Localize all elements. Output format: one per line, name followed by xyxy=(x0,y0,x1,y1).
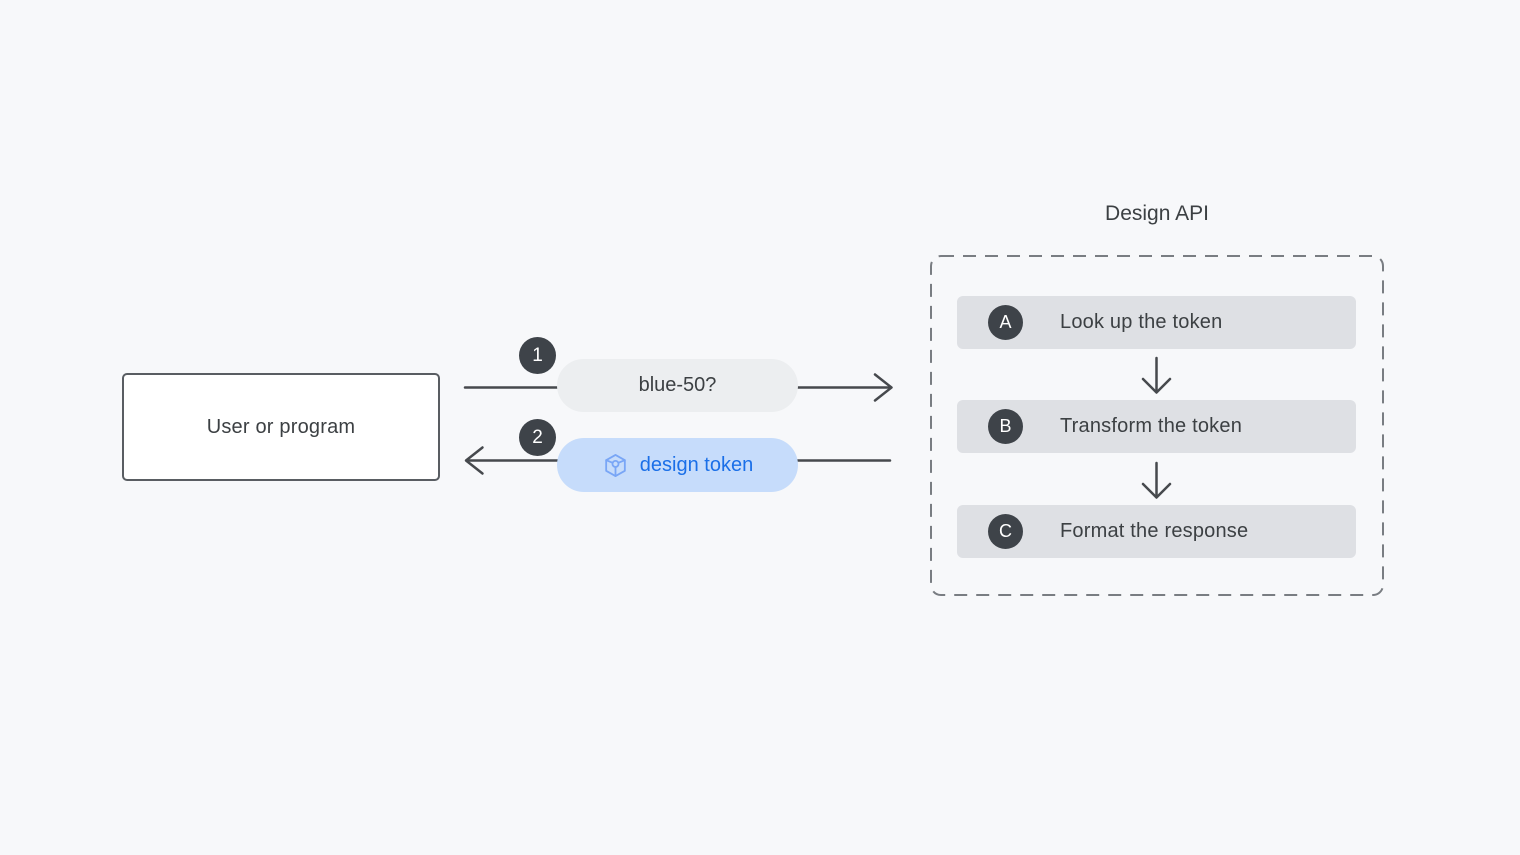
step-b-badge: B xyxy=(988,409,1023,444)
api-step-row: C Format the response xyxy=(957,505,1356,558)
step-2-number: 2 xyxy=(532,426,543,448)
token-cube-icon xyxy=(605,453,626,477)
api-step-row: B Transform the token xyxy=(957,400,1356,453)
step-a-label: Look up the token xyxy=(1060,311,1223,333)
arrow-down-icon xyxy=(1141,356,1172,394)
step-2-badge: 2 xyxy=(519,419,556,456)
request-label: blue-50? xyxy=(638,374,717,396)
step-1-number: 1 xyxy=(532,344,543,366)
design-api-dashed-border xyxy=(930,255,1384,596)
step-c-label: Format the response xyxy=(1060,520,1249,542)
step-a-badge: A xyxy=(988,305,1023,340)
request-pill: blue-50? xyxy=(557,359,798,412)
api-step-row: A Look up the token xyxy=(957,296,1356,349)
user-or-program-box: User or program xyxy=(122,373,440,481)
step-b-label: Transform the token xyxy=(1060,415,1243,437)
design-api-title: Design API xyxy=(1105,202,1209,225)
user-or-program-label: User or program xyxy=(206,415,356,438)
step-c-badge: C xyxy=(988,514,1023,549)
step-1-badge: 1 xyxy=(519,337,556,374)
arrow-down-icon xyxy=(1141,461,1172,499)
response-pill: design token xyxy=(557,438,798,492)
response-label: design token xyxy=(639,453,754,476)
